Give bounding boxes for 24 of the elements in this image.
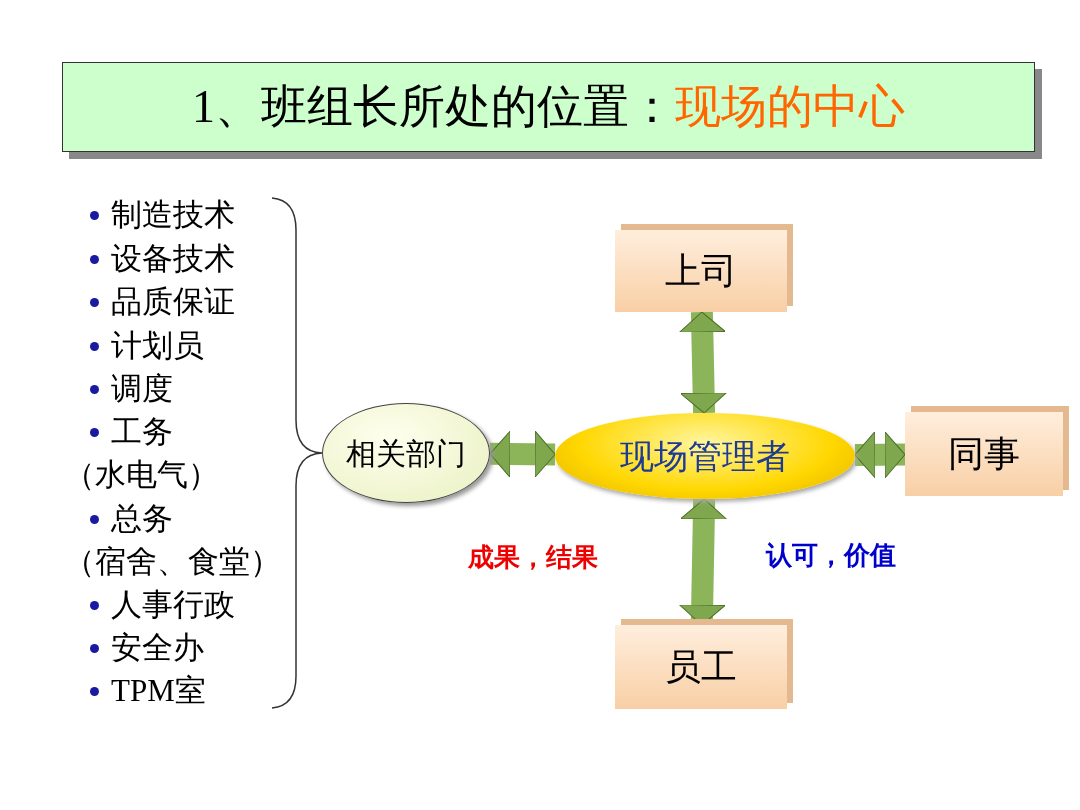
list-item: 人事行政 [111,586,235,624]
node-label: 现场管理者 [620,436,790,477]
title-text: 现场的中心 [675,84,905,130]
list-item: （宿舍、食堂） [64,543,281,581]
list-item: 设备技术 [111,240,235,278]
list-item: 总务 [111,500,173,538]
list-item: 计划员 [111,327,204,365]
list-item: （水电气） [64,456,219,494]
node-label: 同事 [948,433,1020,476]
arrow-note: 认可，价值 [766,540,896,572]
list-item: 调度 [111,370,173,408]
double-arrow [854,431,906,479]
arrow-note: 成果，结果 [468,542,598,574]
list-item: 安全办 [111,629,204,667]
title-text: 1、班组长所处的位置： [192,84,675,130]
list-item: 制造技术 [111,196,235,234]
double-arrow [678,311,728,414]
node-label: 员工 [665,646,737,689]
double-arrow [489,430,556,478]
node-label: 上司 [665,250,737,293]
list-item: 品质保证 [111,283,235,321]
list-item: TPM室 [111,672,206,710]
list-item: 工务 [111,413,173,451]
node-label: 相关部门 [346,435,466,472]
